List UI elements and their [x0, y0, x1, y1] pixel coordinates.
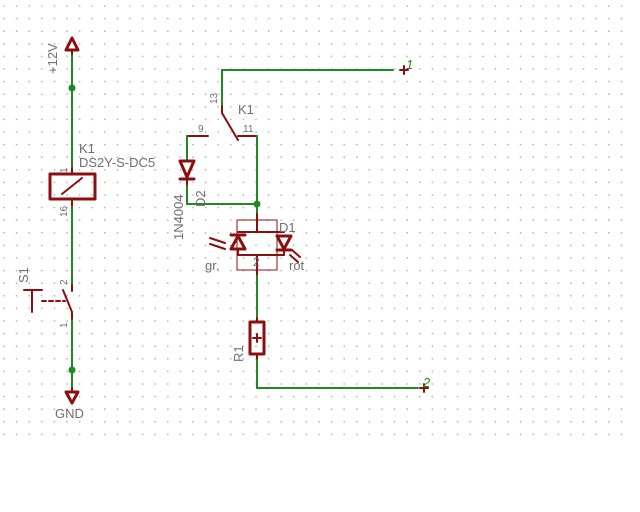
- relay-pin-no: 11: [243, 124, 254, 135]
- relay-coil: [48, 167, 97, 208]
- junction-top: [68, 84, 76, 92]
- relay-contact-name: K1: [238, 102, 254, 117]
- led-red-icon: [275, 234, 293, 251]
- relay-contact: [186, 105, 258, 141]
- supply-symbol-bottom: [64, 387, 80, 405]
- relay-coil-pin-top: 1: [59, 167, 70, 173]
- junction-bottom: [68, 366, 76, 374]
- relay-pin-nc: 9: [198, 124, 204, 135]
- led-label-red: rot: [289, 258, 305, 273]
- switch-pin-bottom: 1: [59, 322, 70, 328]
- vcc-arrow-icon: [64, 36, 80, 52]
- push-switch: [23, 284, 73, 321]
- connector-1-label: 1: [406, 57, 413, 72]
- gnd-arrow-icon: [64, 390, 80, 405]
- connector-1: [399, 65, 409, 75]
- diode-name: D2: [193, 190, 208, 207]
- supply-top-label: +12V: [45, 43, 60, 74]
- supply-symbol-top: [64, 36, 80, 57]
- relay-coil-pin-bottom: 16: [59, 205, 70, 217]
- relay-pin-common: 13: [209, 92, 220, 104]
- grid-dots: [3, 5, 623, 436]
- switch-name: S1: [16, 267, 31, 283]
- led-green-icon: [229, 234, 247, 251]
- led-label-green: gr.: [205, 258, 219, 273]
- diode-d2: [178, 159, 196, 187]
- relay-value: DS2Y-S-DC5: [79, 155, 155, 170]
- connector-2-label: 2: [422, 375, 431, 390]
- switch-pin-top: 2: [59, 279, 70, 285]
- led-name: D1: [279, 220, 296, 235]
- led-pin-common: 2: [253, 255, 260, 269]
- supply-bottom-label: GND: [55, 406, 84, 421]
- diode-triangle-icon: [178, 159, 196, 179]
- connector-2: [419, 383, 429, 393]
- diode-value: 1N4004: [171, 194, 186, 240]
- led-d1: [209, 213, 301, 277]
- resistor-name: R1: [231, 345, 246, 362]
- junction-led: [253, 200, 261, 208]
- relay-name: K1: [79, 141, 95, 156]
- resistor-r1: [248, 317, 266, 361]
